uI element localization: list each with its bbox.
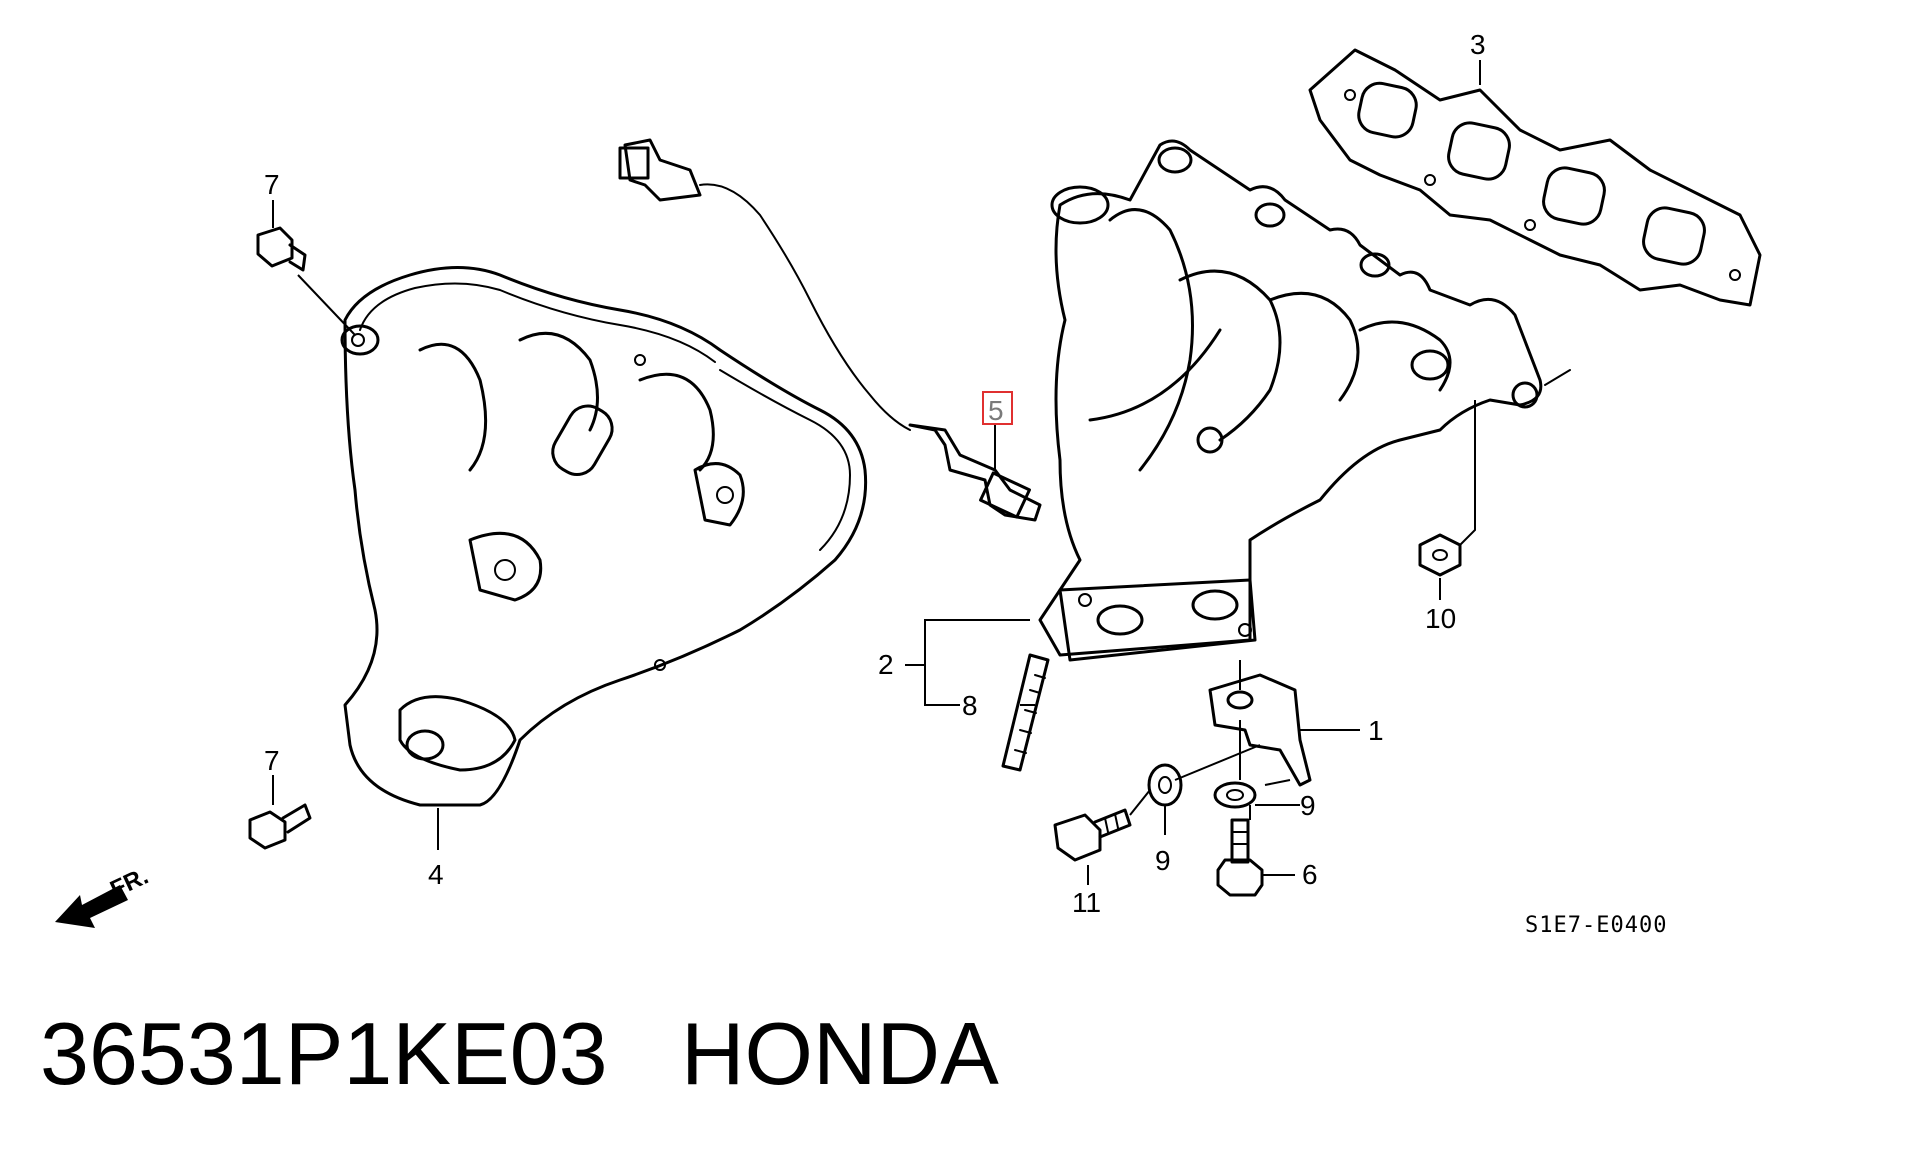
callout-9b: 9 <box>1300 790 1316 821</box>
callout-5: 5 <box>988 395 1004 426</box>
callout-7a: 7 <box>264 169 280 200</box>
callout-2: 2 <box>878 649 894 680</box>
exhaust-manifold-diagram: 1 2 3 4 5 6 7 7 8 9 9 10 11 S1E7-E0400 F… <box>55 29 1762 938</box>
gasket-part-3 <box>1308 48 1762 307</box>
brand-name: HONDA <box>680 1004 999 1103</box>
callout-6: 6 <box>1302 859 1318 890</box>
callout-5-highlight <box>982 391 1013 425</box>
bolt-part-7a <box>256 226 307 272</box>
bracket-part-1 <box>1208 673 1312 787</box>
front-arrow-icon <box>55 885 128 928</box>
callout-7b: 7 <box>264 745 280 776</box>
callout-4: 4 <box>428 859 444 890</box>
diagram-ref-code: S1E7-E0400 <box>1525 913 1667 938</box>
callout-8: 8 <box>962 690 978 721</box>
manifold-part-2 <box>1038 139 1571 662</box>
bolt-part-11 <box>1053 808 1132 862</box>
heat-shield-part-4 <box>340 266 868 807</box>
bolt-part-7b <box>248 803 312 850</box>
callout-10: 10 <box>1425 603 1456 634</box>
washer-part-9a <box>1147 763 1183 807</box>
stud-part-8 <box>1001 653 1050 772</box>
front-arrow: FR. <box>55 863 153 928</box>
callout-3: 3 <box>1470 29 1486 60</box>
callout-1: 1 <box>1368 715 1384 746</box>
washer-part-9b <box>1213 781 1257 809</box>
nut-part-10 <box>1418 533 1462 577</box>
oxygen-sensor-part-5 <box>618 138 1042 522</box>
callout-9a: 9 <box>1155 845 1171 876</box>
callout-11: 11 <box>1072 887 1101 918</box>
part-caption: 36531P1KE03 HONDA <box>40 1010 999 1098</box>
leader-lines <box>272 60 1481 885</box>
bolt-part-6 <box>1216 818 1264 897</box>
part-number: 36531P1KE03 <box>40 1004 608 1103</box>
